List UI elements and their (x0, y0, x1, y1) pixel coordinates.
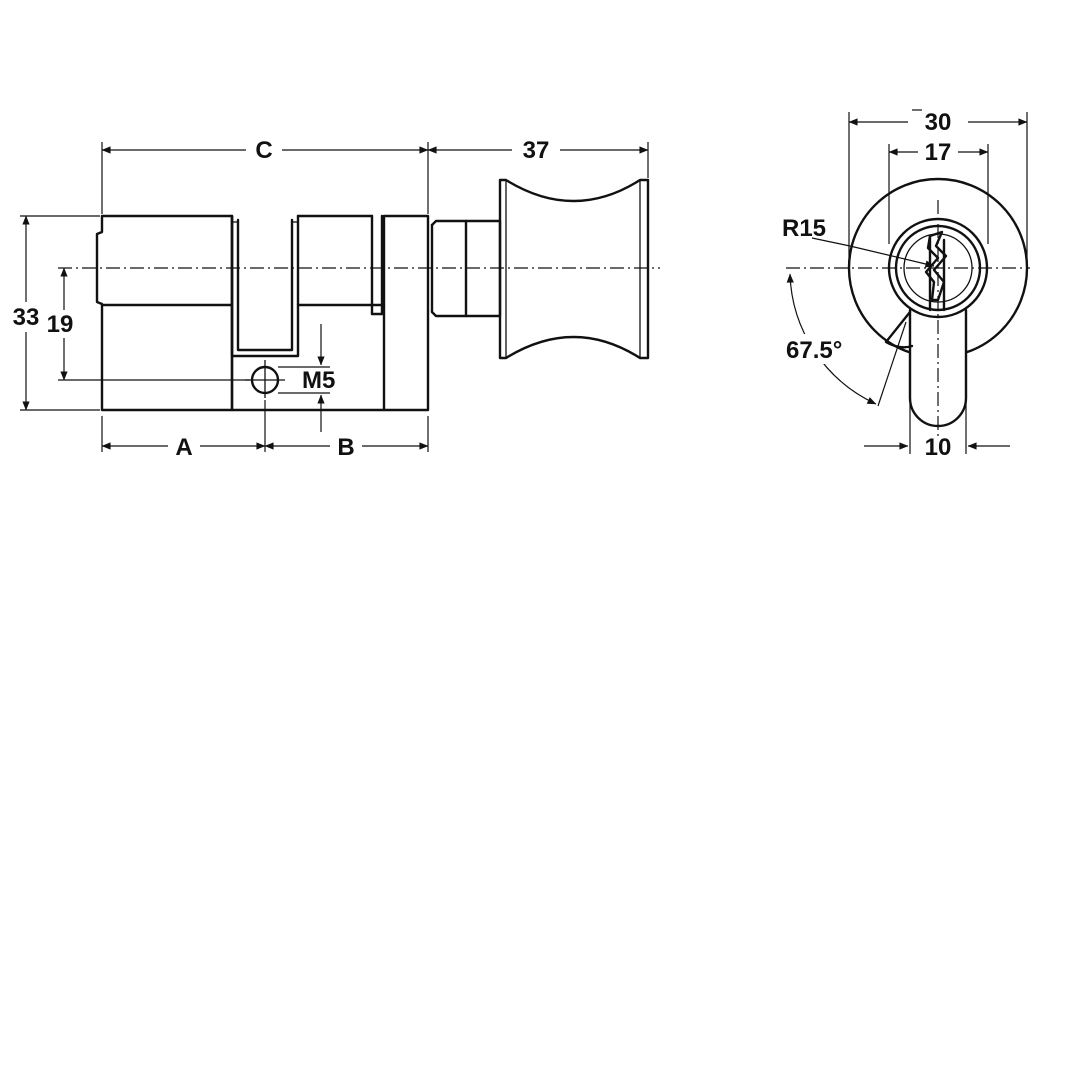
cam-lever (884, 308, 968, 428)
dimension-a-b: A B (101, 400, 429, 461)
dimension-fixing-thread: M5 (278, 324, 335, 432)
dimension-fixing-thread-label: M5 (302, 367, 335, 394)
dimension-c-label: C (255, 137, 272, 164)
cylinder-body (95, 214, 434, 412)
dimension-b-label: B (337, 434, 354, 461)
dimension-radius-label: R15 (782, 215, 826, 242)
dimension-cam-width: 10 (864, 404, 1010, 461)
dimension-axis-to-fixing: 19 (44, 267, 250, 381)
dimension-cam-angle-label: 67.5° (786, 337, 842, 364)
dimension-axis-to-fixing-label: 19 (47, 311, 74, 338)
dimension-knob-length-label: 37 (523, 137, 550, 164)
knob (430, 178, 650, 360)
dimension-knob-length: 37 (427, 136, 649, 178)
dimension-plug-diameter: 17 (888, 138, 989, 244)
dimension-cam-angle: 67.5° (784, 273, 907, 407)
dimension-knob-diameter-label: 30 (925, 109, 952, 136)
dimension-height: 33 (8, 215, 100, 411)
dimension-height-label: 33 (13, 304, 40, 331)
dimension-plug-diameter-label: 17 (925, 139, 952, 166)
dimension-cam-width-label: 10 (925, 434, 952, 461)
dimension-a-label: A (175, 434, 192, 461)
dimension-knob-diameter: 30 (848, 106, 1028, 262)
dimension-c: C (101, 136, 429, 214)
cam-slot (230, 214, 300, 358)
fixing-hole (245, 360, 285, 398)
dimension-radius: R15 (782, 215, 935, 268)
side-view: C 37 33 19 M5 (8, 136, 660, 461)
end-view: 30 17 R15 67.5° 10 (782, 106, 1030, 461)
